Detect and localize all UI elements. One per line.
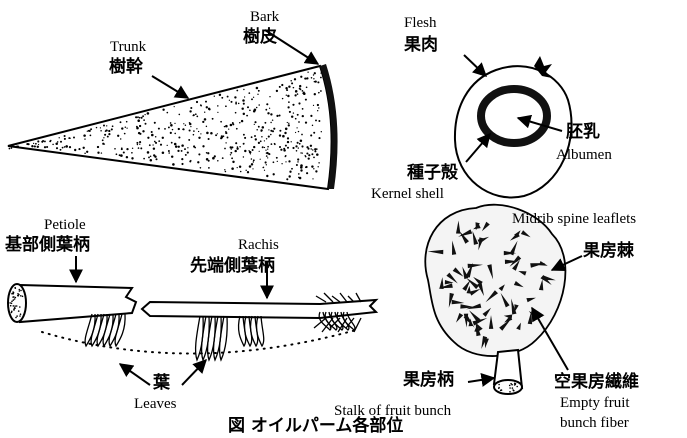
trunk-section (8, 64, 338, 189)
bark-label-ja: 樹皮 (243, 29, 277, 46)
leaves-label-ja: 葉 (153, 375, 170, 392)
leaves-pointer-left (120, 364, 150, 385)
rachis-label-ja: 先端側葉柄 (190, 258, 275, 275)
albumen-label-en: Albumen (556, 148, 612, 163)
bark-label-en: Bark (250, 10, 279, 25)
stalk-pointer (468, 378, 494, 382)
rachis-segment (142, 300, 376, 318)
flesh-pointer (464, 55, 486, 76)
kernel-shell-ring (481, 89, 547, 143)
stalk-label-ja: 果房柄 (403, 372, 454, 389)
flesh-label-ja: 果肉 (404, 37, 438, 54)
efb-label-en-1: Empty fruit (560, 396, 630, 411)
leaves-label-en: Leaves (134, 397, 176, 412)
figure-caption: 図 オイルパーム各部位 (228, 418, 403, 435)
efb-label-ja: 空果房繊維 (554, 374, 639, 391)
efb-label-en-2: bunch fiber (560, 416, 629, 431)
petiole-segment (8, 284, 136, 322)
trunk-label-ja: 樹幹 (109, 59, 143, 76)
spine-label-en: Midrib spine leaflets (512, 212, 636, 227)
shell-label-ja: 種子殻 (407, 165, 458, 182)
spine-label-ja: 果房棘 (583, 243, 634, 260)
leaves-pointer-right (182, 360, 206, 385)
fruit-bunch (425, 205, 565, 394)
flesh-label-en: Flesh (404, 16, 437, 31)
petiole-label-ja: 基部側葉柄 (5, 237, 90, 254)
rachis-label-en: Rachis (238, 238, 279, 253)
trunk-label-en: Trunk (110, 40, 146, 55)
albumen-label-ja: 胚乳 (566, 124, 600, 141)
petiole-label-en: Petiole (44, 218, 86, 233)
fruit-section (455, 56, 572, 197)
trunk-pointer (152, 76, 188, 98)
shell-label-en: Kernel shell (371, 187, 444, 202)
